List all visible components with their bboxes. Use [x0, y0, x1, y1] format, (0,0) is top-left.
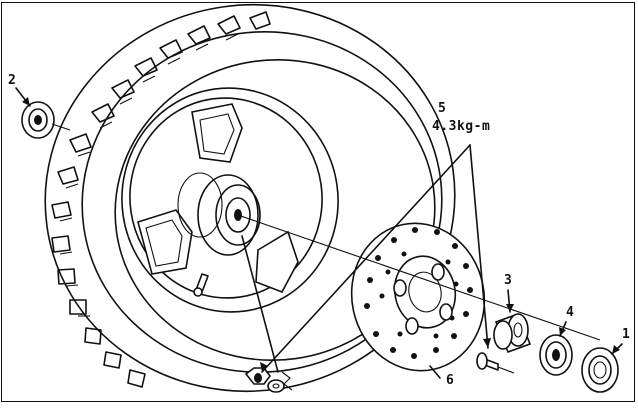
callout-5: 5 [438, 101, 446, 116]
callout-1: 1 [622, 327, 630, 342]
disc-bolt [476, 352, 515, 374]
axle-centerline [237, 214, 601, 341]
callout-3: 3 [504, 273, 512, 288]
leader-arrowheads [22, 97, 620, 372]
oil-seal-1 [581, 347, 619, 393]
axle-nut [244, 367, 293, 393]
torque-spec: 4.3kg-m [432, 119, 491, 134]
bearing-4 [539, 334, 573, 376]
brake-disc [350, 222, 486, 372]
callout-6: 6 [446, 373, 454, 388]
rim [121, 87, 339, 313]
callout-4: 4 [566, 305, 574, 320]
callout-2: 2 [8, 73, 16, 88]
bearing-2 [21, 101, 71, 139]
collar [493, 312, 532, 354]
leader-lines [15, 87, 623, 379]
